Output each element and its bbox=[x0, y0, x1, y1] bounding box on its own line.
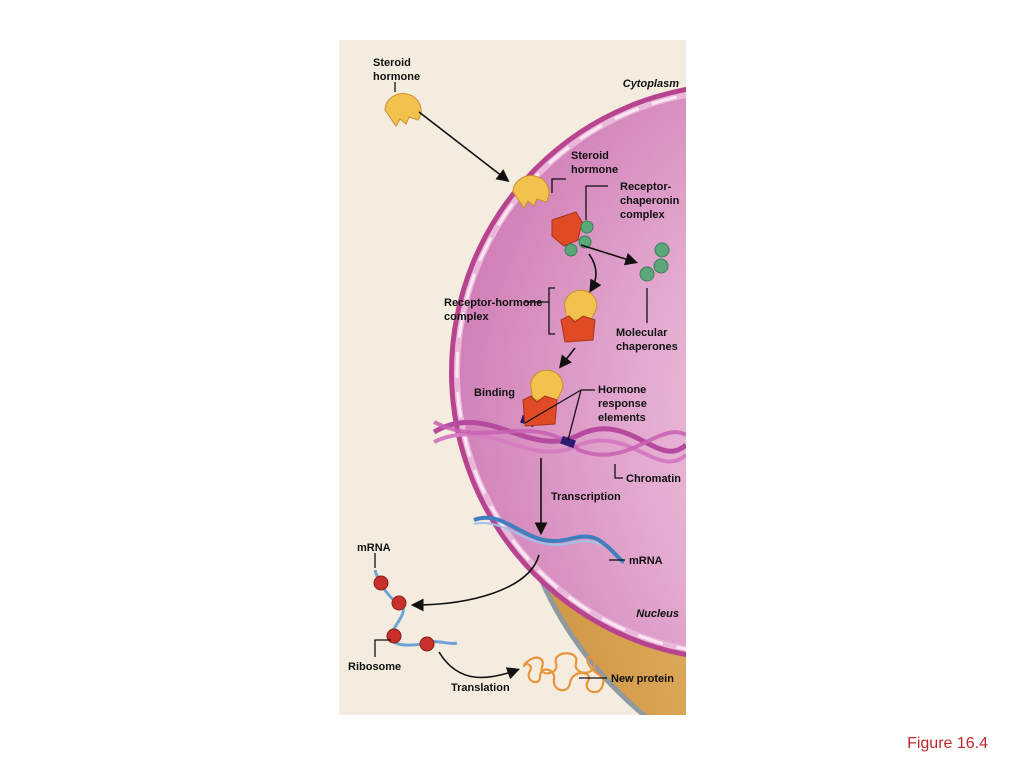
label-receptor-chaperonin-complex: Receptor- chaperonin complex bbox=[620, 181, 682, 221]
leader-hre-2 bbox=[567, 389, 582, 441]
mrna-nuclear bbox=[473, 515, 625, 564]
chromatin bbox=[432, 414, 686, 464]
leader-steroid-inside bbox=[551, 178, 566, 193]
label-translation: Translation bbox=[451, 682, 510, 694]
export-arrow bbox=[410, 554, 540, 612]
label-cytoplasm: Cytoplasm bbox=[623, 78, 679, 90]
nucleoplasm bbox=[460, 98, 686, 646]
label-chromatin: Chromatin bbox=[626, 473, 681, 485]
steroid-hormone-outside bbox=[384, 93, 422, 127]
new-protein bbox=[522, 652, 605, 694]
leader-ribosome bbox=[374, 639, 391, 657]
label-steroid-hormone-inside: Steroid hormone bbox=[571, 150, 618, 176]
label-molecular-chaperones: Molecular chaperones bbox=[616, 327, 678, 353]
complex-formation-arrow bbox=[588, 253, 602, 293]
nuclear-pores bbox=[455, 93, 686, 651]
label-receptor-hormone-complex: Receptor-hormone complex bbox=[444, 297, 545, 323]
label-hormone-response-elements: Hormone response elements bbox=[598, 384, 650, 424]
leader-receptor-chaperonin bbox=[585, 185, 608, 220]
chaperone-release-arrow bbox=[580, 244, 639, 266]
bracket-receptor-hormone bbox=[548, 287, 555, 335]
leader-chromatin bbox=[614, 464, 623, 479]
molecular-chaperones bbox=[639, 242, 670, 282]
entry-arrow bbox=[418, 111, 510, 182]
label-ribosome: Ribosome bbox=[348, 661, 401, 673]
binding-arrow bbox=[559, 347, 576, 369]
leader-hre-1 bbox=[524, 389, 582, 424]
diagram-canvas: Steroid hormone Cytoplasm Steroid hormon… bbox=[339, 40, 686, 715]
translation-arrow bbox=[438, 651, 521, 680]
nucleus bbox=[449, 86, 686, 658]
label-new-protein: New protein bbox=[611, 673, 674, 685]
hormone-response-element-2 bbox=[560, 435, 576, 449]
label-binding: Binding bbox=[474, 387, 515, 399]
receptor-hormone-complex bbox=[560, 289, 598, 343]
figure-caption: Figure 16.4 bbox=[907, 735, 988, 752]
label-mrna-nucleus: mRNA bbox=[629, 555, 663, 567]
label-steroid-hormone-outside: Steroid hormone bbox=[373, 57, 420, 83]
label-mrna-cytoplasm: mRNA bbox=[357, 542, 391, 554]
label-nucleus: Nucleus bbox=[636, 608, 679, 620]
steroid-hormone-inside bbox=[512, 175, 550, 209]
label-transcription: Transcription bbox=[551, 491, 621, 503]
steroid-hormone-diagram: Steroid hormone Cytoplasm Steroid hormon… bbox=[339, 40, 686, 715]
